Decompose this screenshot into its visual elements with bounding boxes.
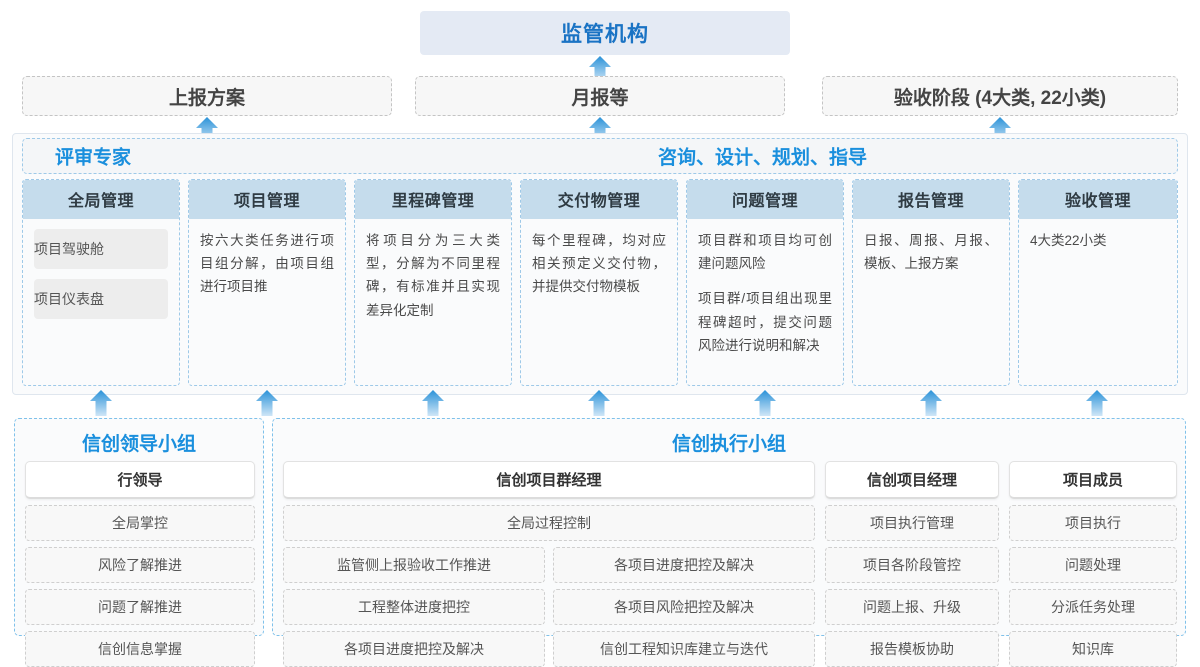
column-title: 报告管理 — [853, 180, 1009, 219]
duty-item[interactable]: 项目执行管理 — [825, 505, 999, 541]
arrow-up-to-deliverable — [588, 390, 610, 416]
column-paragraph: 每个里程碑，均对应相关预定义交付物，并提供交付物模板 — [532, 233, 666, 295]
role-label-review-expert: 评审专家 — [55, 147, 132, 169]
duty-item[interactable]: 项目执行 — [1009, 505, 1177, 541]
column-title: 问题管理 — [687, 180, 843, 219]
duty-item[interactable]: 项目各阶段管控 — [825, 547, 999, 583]
person-name: 项目成员 — [1009, 461, 1177, 499]
pill-item[interactable]: 项目驾驶舱 — [34, 229, 168, 270]
duty-row: 工程整体进度把控 各项目风险把控及解决 — [283, 589, 815, 625]
column-body: 项目群和项目均可创建问题风险 项目群/项目组出现里程碑超时，提交问题风险进行说明… — [687, 219, 843, 385]
column-paragraph: 4大类22小类 — [1030, 233, 1107, 248]
report-box-monthly: 月报等 — [415, 76, 785, 116]
arrow-up-to-report — [920, 390, 942, 416]
group-leadership: 信创领导小组 行领导 全局掌控 风险了解推进 问题了解推进 信创信息掌握 — [14, 418, 264, 667]
column-paragraph: 日报、周报、月报、模板、上报方案 — [864, 233, 998, 272]
column-body: 每个里程碑，均对应相关预定义交付物，并提供交付物模板 — [521, 219, 677, 385]
duty-item[interactable]: 全局掌控 — [25, 505, 255, 541]
column-paragraph: 项目群/项目组出现里程碑超时，提交问题风险进行说明和解决 — [698, 291, 832, 353]
duty-row: 监管侧上报验收工作推进 各项目进度把控及解决 — [283, 547, 815, 583]
duty-item[interactable]: 各项目风险把控及解决 — [553, 589, 815, 625]
column-paragraph: 按六大类任务进行项目组分解，由项目组进行项目推 — [200, 233, 334, 295]
duty-item[interactable]: 监管侧上报验收工作推进 — [283, 547, 545, 583]
management-column-issue[interactable]: 问题管理 项目群和项目均可创建问题风险 项目群/项目组出现里程碑超时，提交问题风… — [686, 179, 844, 386]
column-title: 验收管理 — [1019, 180, 1177, 219]
duty-item[interactable]: 问题了解推进 — [25, 589, 255, 625]
role-band: 评审专家 咨询、设计、规划、指导 — [22, 138, 1178, 174]
column-title: 全局管理 — [23, 180, 179, 219]
column-body: 将项目分为三大类型，分解为不同里程碑，有标准并且实现差异化定制 — [355, 219, 511, 385]
column-body: 4大类22小类 — [1019, 219, 1177, 385]
group-execution: 信创执行小组 信创项目群经理 全局过程控制 监管侧上报验收工作推进 各项目进度把… — [272, 418, 1186, 667]
duty-item[interactable]: 工程整体进度把控 — [283, 589, 545, 625]
column-body: 按六大类任务进行项目组分解，由项目组进行项目推 — [189, 219, 345, 385]
duty-item[interactable]: 各项目进度把控及解决 — [553, 547, 815, 583]
duty-item[interactable]: 分派任务处理 — [1009, 589, 1177, 625]
column-title: 项目管理 — [189, 180, 345, 219]
report-box-plan: 上报方案 — [22, 76, 392, 116]
duty-item[interactable]: 风险了解推进 — [25, 547, 255, 583]
person-column-bank-leader: 行领导 全局掌控 风险了解推进 问题了解推进 信创信息掌握 — [25, 461, 255, 667]
column-body: 项目驾驶舱 项目仪表盘 — [23, 219, 179, 385]
role-label-consulting: 咨询、设计、规划、指导 — [658, 147, 868, 169]
management-column-acceptance[interactable]: 验收管理 4大类22小类 — [1018, 179, 1178, 386]
arrow-up-to-global — [90, 390, 112, 416]
arrow-up-to-acceptance-col — [1086, 390, 1108, 416]
person-column-project-manager: 信创项目经理 项目执行管理 项目各阶段管控 问题上报、升级 报告模板协助 — [825, 461, 999, 667]
duty-item[interactable]: 信创信息掌握 — [25, 631, 255, 667]
management-column-project[interactable]: 项目管理 按六大类任务进行项目组分解，由项目组进行项目推 — [188, 179, 346, 386]
management-column-report[interactable]: 报告管理 日报、周报、月报、模板、上报方案 — [852, 179, 1010, 386]
diagram-canvas: 监管机构 上报方案 月报等 验收阶段 (4大类, 22小类) 评审专家 咨询、设… — [12, 11, 1188, 667]
duty-item[interactable]: 报告模板协助 — [825, 631, 999, 667]
arrow-up-to-project — [256, 390, 278, 416]
management-column-global[interactable]: 全局管理 项目驾驶舱 项目仪表盘 — [22, 179, 180, 386]
arrow-up-to-issue — [754, 390, 776, 416]
arrow-up-to-milestone — [422, 390, 444, 416]
duty-item[interactable]: 问题处理 — [1009, 547, 1177, 583]
report-box-acceptance: 验收阶段 (4大类, 22小类) — [822, 76, 1178, 116]
group-title: 信创执行小组 — [671, 434, 786, 455]
person-column-program-manager: 信创项目群经理 全局过程控制 监管侧上报验收工作推进 各项目进度把控及解决 工程… — [283, 461, 815, 667]
regulatory-authority-box: 监管机构 — [420, 11, 790, 55]
column-paragraph: 将项目分为三大类型，分解为不同里程碑，有标准并且实现差异化定制 — [366, 233, 500, 318]
person-name: 信创项目群经理 — [283, 461, 815, 499]
group-title: 信创领导小组 — [81, 434, 196, 455]
management-column-milestone[interactable]: 里程碑管理 将项目分为三大类型，分解为不同里程碑，有标准并且实现差异化定制 — [354, 179, 512, 386]
column-title: 交付物管理 — [521, 180, 677, 219]
duty-item[interactable]: 问题上报、升级 — [825, 589, 999, 625]
duty-row: 各项目进度把控及解决 信创工程知识库建立与迭代 — [283, 631, 815, 667]
management-column-deliverable[interactable]: 交付物管理 每个里程碑，均对应相关预定义交付物，并提供交付物模板 — [520, 179, 678, 386]
person-name: 信创项目经理 — [825, 461, 999, 499]
duty-item[interactable]: 知识库 — [1009, 631, 1177, 667]
column-paragraph: 项目群和项目均可创建问题风险 — [698, 233, 832, 272]
column-body: 日报、周报、月报、模板、上报方案 — [853, 219, 1009, 385]
person-column-project-member: 项目成员 项目执行 问题处理 分派任务处理 知识库 — [1009, 461, 1177, 667]
arrow-up-to-authority — [589, 56, 611, 82]
pill-item[interactable]: 项目仪表盘 — [34, 279, 168, 320]
duty-item-global-process[interactable]: 全局过程控制 — [283, 505, 815, 541]
column-title: 里程碑管理 — [355, 180, 511, 219]
duty-item[interactable]: 各项目进度把控及解决 — [283, 631, 545, 667]
person-name: 行领导 — [25, 461, 255, 499]
duty-item[interactable]: 信创工程知识库建立与迭代 — [553, 631, 815, 667]
